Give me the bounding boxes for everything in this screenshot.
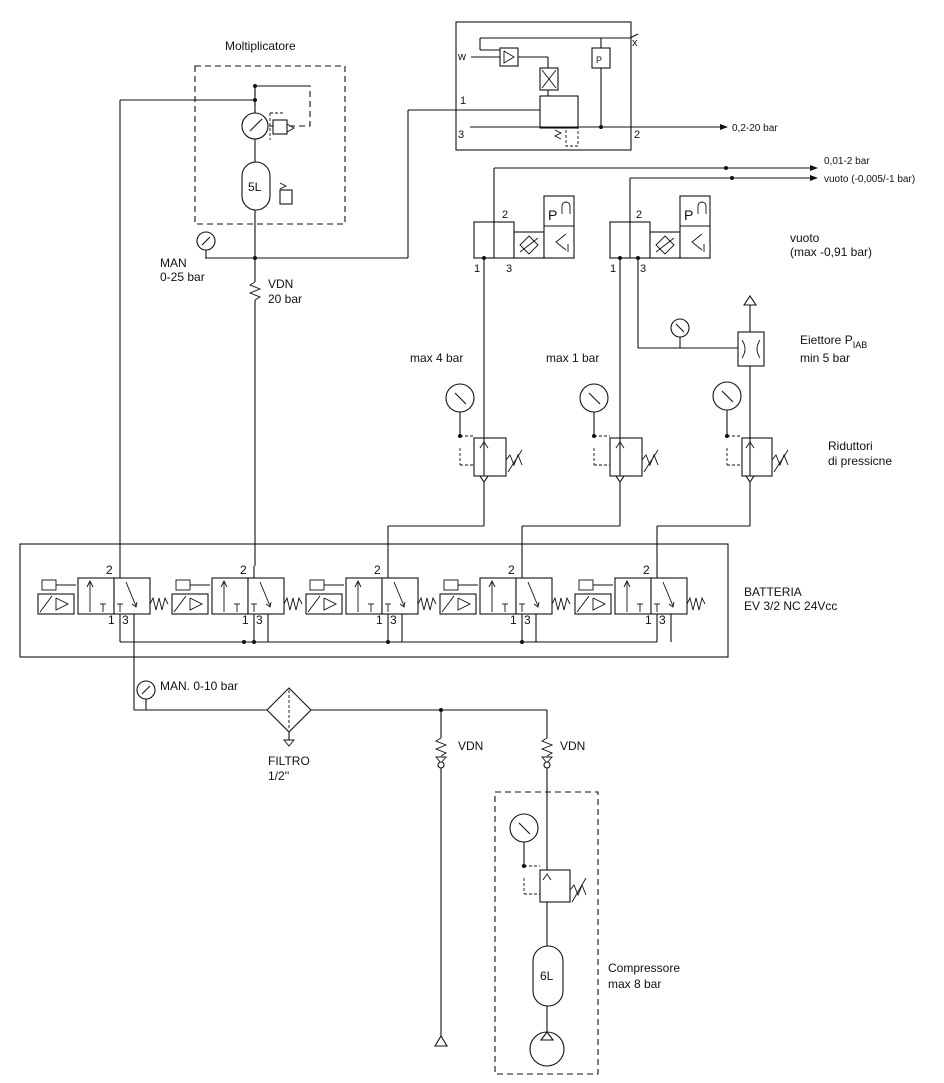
eiettore-label-2: min 5 bar bbox=[800, 351, 850, 365]
accumulator-6l bbox=[532, 945, 564, 1007]
port-x: x bbox=[632, 37, 638, 49]
man-010-label: MAN. 0-10 bar bbox=[160, 679, 238, 693]
valve-1-port-2: 2 bbox=[106, 563, 113, 577]
compressore-box bbox=[494, 791, 599, 1075]
compressore-group: 6L Compressore max 8 bar bbox=[494, 791, 680, 1075]
accumulator-5l bbox=[241, 161, 271, 211]
reg2-p: P bbox=[684, 207, 693, 223]
vdn-right-label: VDN bbox=[560, 739, 585, 753]
accumulator-6l-label: 6L bbox=[540, 969, 554, 983]
reg1-port-1: 1 bbox=[474, 263, 480, 275]
vdn-top-label-2: 20 bar bbox=[268, 292, 302, 306]
controller-port-3: 3 bbox=[458, 129, 464, 141]
valve-4-port-1: 1 bbox=[510, 613, 517, 627]
output-001-2-label: 0,01-2 bar bbox=[824, 156, 870, 167]
valve-2-port-1: 1 bbox=[242, 613, 249, 627]
valve-3-port-2: 2 bbox=[374, 563, 381, 577]
riduttori-label-2: di pressicne bbox=[828, 454, 892, 468]
valve-4-port-3: 3 bbox=[524, 613, 531, 627]
valve-1-port-1: 1 bbox=[108, 613, 115, 627]
battery-box bbox=[19, 543, 729, 658]
filtro-label-2: 1/2'' bbox=[268, 769, 289, 783]
valve-5-port-2: 2 bbox=[643, 563, 650, 577]
port-w: w bbox=[457, 51, 466, 63]
valve-1-port-3: 3 bbox=[122, 613, 129, 627]
reducer-1 bbox=[445, 383, 523, 483]
reg1-p: P bbox=[548, 207, 557, 223]
reg2-port-3: 3 bbox=[640, 263, 646, 275]
moltiplicatore-label: Moltiplicatore bbox=[225, 39, 296, 53]
controller-block: w P x 1 3 2 0,2-20 bar bbox=[455, 21, 778, 151]
man-label-1: MAN bbox=[160, 256, 187, 270]
batteria-label-1: BATTERIA bbox=[744, 585, 802, 599]
reducer-2 bbox=[579, 383, 659, 483]
reg2-port-2: 2 bbox=[636, 209, 642, 221]
regulator-0-2bar: 0,01-2 bar 2 P 1 3 bbox=[473, 156, 870, 438]
filtro: FILTRO 1/2'' bbox=[266, 687, 312, 783]
controller-port-2: 2 bbox=[634, 129, 640, 141]
reducer-3 bbox=[712, 381, 789, 483]
controller-p: P bbox=[596, 55, 602, 65]
vdn-top-label-1: VDN bbox=[268, 277, 293, 291]
vdn-left-label: VDN bbox=[458, 739, 483, 753]
ejector: Eiettore PIAB min 5 bar bbox=[670, 295, 867, 438]
vuoto-label-1: vuoto bbox=[790, 231, 820, 245]
moltiplicatore-box bbox=[194, 65, 346, 225]
moltiplicatore-group: Moltiplicatore 5L bbox=[194, 39, 346, 258]
man-label-2: 0-25 bar bbox=[160, 270, 205, 284]
controller-port-1: 1 bbox=[460, 95, 466, 107]
eiettore-label-1: Eiettore PIAB bbox=[800, 333, 867, 350]
valve-2-port-3: 3 bbox=[256, 613, 263, 627]
valve-5-port-3: 3 bbox=[659, 613, 666, 627]
riduttori-label-1: Riduttori bbox=[828, 439, 873, 453]
max1-label: max 1 bar bbox=[546, 351, 599, 365]
reg2-port-1: 1 bbox=[610, 263, 616, 275]
reg1-port-2: 2 bbox=[502, 209, 508, 221]
filtro-label-1: FILTRO bbox=[268, 754, 310, 768]
valve-2-port-2: 2 bbox=[240, 563, 247, 577]
regulator-vacuum: vuoto (-0,005/-1 bar) 2 P 1 3 vuoto (max… bbox=[609, 174, 915, 438]
valve-3-port-3: 3 bbox=[390, 613, 397, 627]
compressore-label-2: max 8 bar bbox=[608, 977, 661, 991]
reg1-port-3: 3 bbox=[506, 263, 512, 275]
max4-label: max 4 bar bbox=[410, 351, 463, 365]
output-02-20-label: 0,2-20 bar bbox=[732, 123, 778, 134]
output-vuoto-label: vuoto (-0,005/-1 bar) bbox=[824, 174, 915, 185]
vuoto-label-2: (max -0,91 bar) bbox=[790, 245, 872, 259]
compressore-label-1: Compressore bbox=[608, 961, 680, 975]
valve-5-port-1: 1 bbox=[645, 613, 652, 627]
valve-3-port-1: 1 bbox=[376, 613, 383, 627]
valve-4-port-2: 2 bbox=[508, 563, 515, 577]
batteria-label-2: EV 3/2 NC 24Vcc bbox=[744, 599, 837, 613]
accumulator-5l-label: 5L bbox=[248, 180, 262, 194]
